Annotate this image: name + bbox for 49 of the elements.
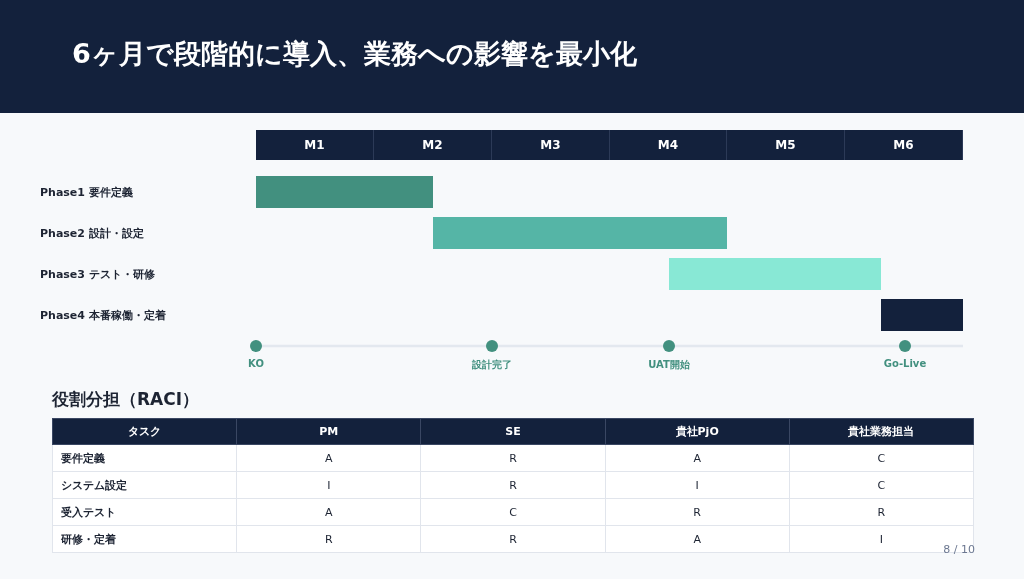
- month-header: M5: [727, 130, 845, 160]
- milestone-dot: [663, 340, 675, 352]
- milestone-label: Go-Live: [883, 358, 927, 369]
- table-cell: システム設定: [52, 471, 237, 499]
- gantt-bar: [256, 176, 433, 208]
- phase-label: Phase4 本番稼働・定着: [40, 308, 166, 323]
- table-cell: 研修・定着: [52, 525, 237, 553]
- table-cell: I: [236, 471, 421, 499]
- table-cell: R: [605, 498, 790, 526]
- phase-label: Phase3 テスト・研修: [40, 267, 155, 282]
- table-cell: R: [420, 444, 606, 472]
- table-cell: C: [420, 498, 606, 526]
- milestone-dot: [250, 340, 262, 352]
- month-header: M1: [256, 130, 374, 160]
- header-cell: PM: [236, 418, 421, 445]
- header-cell: 貴社PjO: [605, 418, 790, 445]
- table-cell: I: [605, 471, 790, 499]
- table-cell: C: [789, 471, 974, 499]
- milestone-dot: [486, 340, 498, 352]
- phase-label: Phase1 要件定義: [40, 185, 133, 200]
- month-header: M3: [492, 130, 610, 160]
- header-cell: 貴社業務担当: [789, 418, 974, 445]
- milestone-dot: [899, 340, 911, 352]
- table-cell: A: [236, 444, 421, 472]
- table-cell: A: [605, 444, 790, 472]
- header-cell: SE: [420, 418, 606, 445]
- table-cell: A: [605, 525, 790, 553]
- table-cell: C: [789, 444, 974, 472]
- gantt-bar: [881, 299, 963, 331]
- milestone-label: 設計完了: [472, 358, 512, 372]
- table-cell: 要件定義: [52, 444, 237, 472]
- gantt-bar: [433, 217, 727, 249]
- milestone-label: UAT開始: [648, 358, 690, 372]
- table-cell: R: [420, 525, 606, 553]
- table-cell: R: [236, 525, 421, 553]
- month-header: M4: [610, 130, 727, 160]
- month-header: M6: [845, 130, 963, 160]
- milestone-label: KO: [248, 358, 264, 369]
- phase-label: Phase2 設計・設定: [40, 226, 144, 241]
- header-cell: タスク: [52, 418, 237, 445]
- table-cell: 受入テスト: [52, 498, 237, 526]
- page-number: 8 / 10: [943, 543, 975, 556]
- gantt-bar: [669, 258, 881, 290]
- table-cell: A: [236, 498, 421, 526]
- title: 6ヶ月で段階的に導入、業務への影響を最小化: [72, 37, 637, 71]
- table-cell: R: [789, 498, 974, 526]
- month-header: M2: [374, 130, 492, 160]
- section-heading: 役割分担（RACI）: [52, 388, 200, 411]
- table-cell: R: [420, 471, 606, 499]
